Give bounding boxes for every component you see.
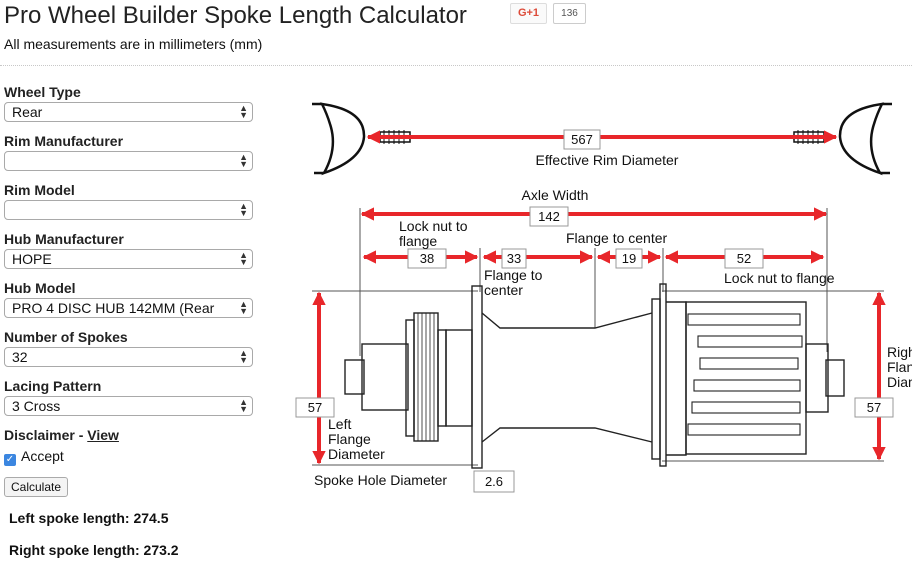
right-locknut-label: Lock nut to flange <box>724 270 835 286</box>
right-flange-center-label: Flange to center <box>566 230 668 246</box>
wheel-type-label: Wheel Type <box>4 84 81 100</box>
left-flange-diameter-value: 57 <box>308 400 322 415</box>
right-flange-center-value: 19 <box>622 251 636 266</box>
select-arrows-icon: ▲▼ <box>239 103 248 120</box>
axle-width-label: Axle Width <box>522 187 589 203</box>
accept-label: Accept <box>21 448 64 464</box>
accept-checkbox[interactable]: ✓ <box>4 454 16 466</box>
select-arrows-icon: ▲▼ <box>239 299 248 316</box>
page-title: Pro Wheel Builder Spoke Length Calculato… <box>4 2 467 29</box>
spoke-hole-diameter-value-box <box>473 470 515 493</box>
left-flange-diameter-value-box <box>295 397 335 418</box>
rim-manufacturer-select[interactable]: ▲▼ <box>4 151 253 171</box>
left-flange-center-label: Flange to <box>484 267 543 283</box>
right-locknut-value: 52 <box>737 251 751 266</box>
right-flange-center-value-box <box>615 248 643 269</box>
disclaimer-label: Disclaimer - <box>4 427 88 443</box>
hub-model-label: Hub Model <box>4 280 76 296</box>
hub-model-value: PRO 4 DISC HUB 142MM (Rear <box>12 300 215 316</box>
left-locknut-label-2: flange <box>399 233 437 249</box>
left-locknut-value-box <box>407 248 447 269</box>
select-arrows-icon: ▲▼ <box>239 201 248 218</box>
right-spoke-length: Right spoke length: 273.2 <box>9 542 179 558</box>
disclaimer-row: Disclaimer - View <box>4 425 258 445</box>
wheel-type-select[interactable]: Rear ▲▼ <box>4 102 253 122</box>
page-header: Pro Wheel Builder Spoke Length Calculato… <box>0 0 912 66</box>
left-locknut-value: 38 <box>420 251 434 266</box>
lacing-pattern-value: 3 Cross <box>12 398 61 414</box>
spoke-hole-diameter-value: 2.6 <box>485 474 503 489</box>
disclaimer-view-link[interactable]: View <box>87 427 119 443</box>
accept-row[interactable]: ✓ Accept <box>4 445 258 467</box>
rim-manufacturer-label: Rim Manufacturer <box>4 133 124 149</box>
hub-model-select[interactable]: PRO 4 DISC HUB 142MM (Rear ▲▼ <box>4 298 253 318</box>
select-arrows-icon: ▲▼ <box>239 397 248 414</box>
calculator-form: Wheel Type Rear ▲▼ Rim Manufacturer ▲▼ Ri… <box>4 82 258 497</box>
wheel-type-value: Rear <box>12 104 43 120</box>
left-locknut-label: Lock nut to <box>399 218 468 234</box>
select-arrows-icon: ▲▼ <box>239 348 248 365</box>
right-flange-diameter-label-2: Flange <box>887 359 912 375</box>
dimension-extension-lines <box>312 208 884 466</box>
hub-manufacturer-select[interactable]: HOPE ▲▼ <box>4 249 253 269</box>
left-flange-diameter-label-3: Diameter <box>328 446 385 462</box>
rim-diameter-label: Effective Rim Diameter <box>536 152 679 168</box>
calculate-button[interactable]: Calculate <box>4 477 69 497</box>
left-flange-center-value: 33 <box>507 251 521 266</box>
left-flange-diameter-label: Left <box>328 416 351 432</box>
rim-diameter-value: 567 <box>571 132 593 147</box>
spoke-hole-diameter-label: Spoke Hole Diameter <box>314 472 447 488</box>
right-flange-diameter-value-box <box>854 397 894 418</box>
right-locknut-value-box <box>724 248 764 269</box>
freehub-splines <box>687 313 803 436</box>
number-of-spokes-select[interactable]: 32 ▲▼ <box>4 347 253 367</box>
google-plus-count: 136 <box>553 3 586 24</box>
left-flange-center-value-box <box>501 248 527 269</box>
select-arrows-icon: ▲▼ <box>239 152 248 169</box>
axle-width-value: 142 <box>538 209 560 224</box>
lacing-pattern-select[interactable]: 3 Cross ▲▼ <box>4 396 253 416</box>
left-flange-center-label-2: center <box>484 282 523 298</box>
number-of-spokes-label: Number of Spokes <box>4 329 128 345</box>
lacing-pattern-label: Lacing Pattern <box>4 378 102 394</box>
axle-width-value-box <box>529 206 569 227</box>
hub-manufacturer-value: HOPE <box>12 251 52 267</box>
units-note: All measurements are in millimeters (mm) <box>4 36 263 52</box>
left-flange-diameter-label-2: Flange <box>328 431 371 447</box>
rim-model-label: Rim Model <box>4 182 75 198</box>
hub-body <box>344 283 845 469</box>
right-flange-diameter-label-3: Diameter <box>887 374 912 390</box>
right-flange-diameter-label: Right <box>887 344 912 360</box>
left-spoke-length: Left spoke length: 274.5 <box>9 510 169 526</box>
right-flange-diameter-value: 57 <box>867 400 881 415</box>
hub-manufacturer-label: Hub Manufacturer <box>4 231 124 247</box>
select-arrows-icon: ▲▼ <box>239 250 248 267</box>
number-of-spokes-value: 32 <box>12 349 28 365</box>
rim-diameter-value-box <box>563 129 601 150</box>
google-plus-button[interactable]: G+1 <box>510 3 547 24</box>
rim-model-select[interactable]: ▲▼ <box>4 200 253 220</box>
